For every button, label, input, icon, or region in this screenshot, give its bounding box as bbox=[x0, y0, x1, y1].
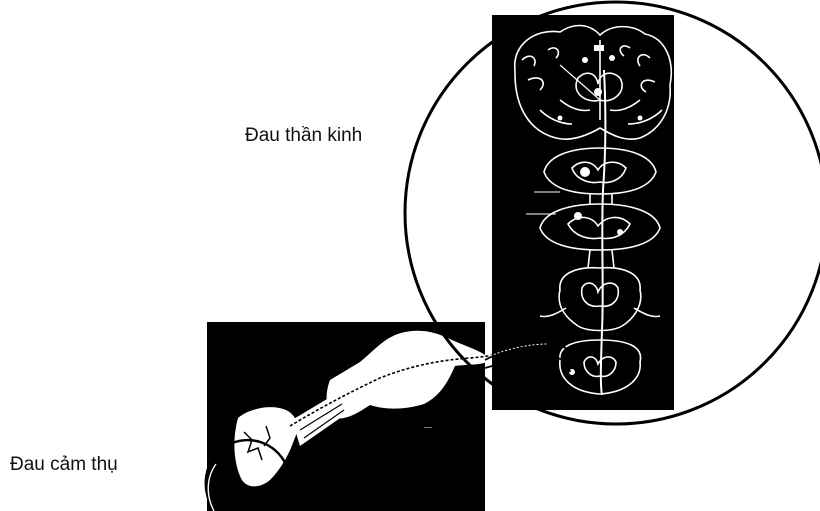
limb-panel: ~~ bbox=[207, 322, 496, 511]
neuropathic-pain-label: Đau thần kinh bbox=[245, 125, 362, 147]
nociceptive-pain-label: Đau cảm thụ bbox=[10, 454, 118, 476]
neural-pathway-panel bbox=[492, 15, 674, 410]
limb-panel-tag: ~~ bbox=[424, 425, 432, 432]
